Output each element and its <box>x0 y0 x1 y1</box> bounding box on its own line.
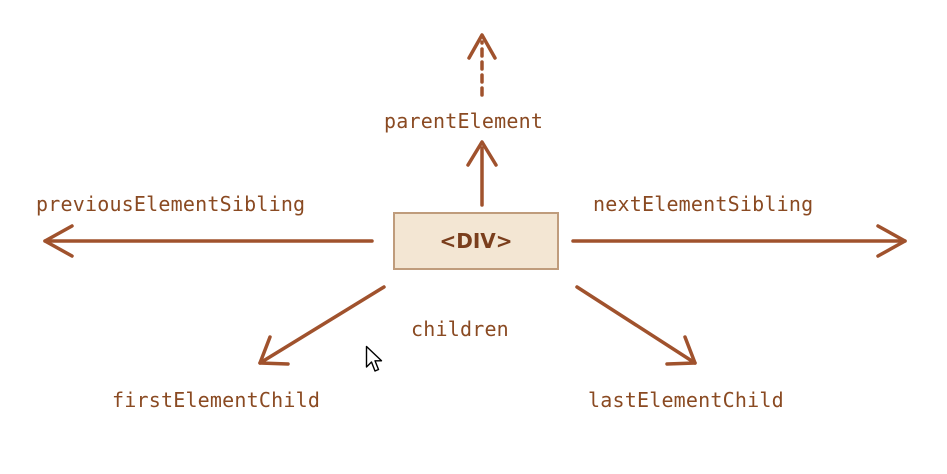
mouse-pointer-icon <box>365 345 383 372</box>
previous-element-sibling-label: previousElementSibling <box>36 192 306 216</box>
previous-sibling-arrow <box>43 224 374 258</box>
parent-element-arrow <box>466 140 498 207</box>
next-element-sibling-label: nextElementSibling <box>593 192 814 216</box>
first-element-child-label: firstElementChild <box>112 388 321 412</box>
ancestor-dashed-arrow <box>467 33 497 97</box>
div-node-label: <DIV> <box>439 229 513 253</box>
first-child-arrow <box>258 285 386 366</box>
children-label: children <box>411 317 509 341</box>
parent-element-label: parentElement <box>384 109 544 133</box>
last-child-arrow <box>575 285 697 366</box>
div-node-box: <DIV> <box>393 212 559 270</box>
last-element-child-label: lastElementChild <box>588 388 784 412</box>
next-sibling-arrow <box>571 224 907 258</box>
